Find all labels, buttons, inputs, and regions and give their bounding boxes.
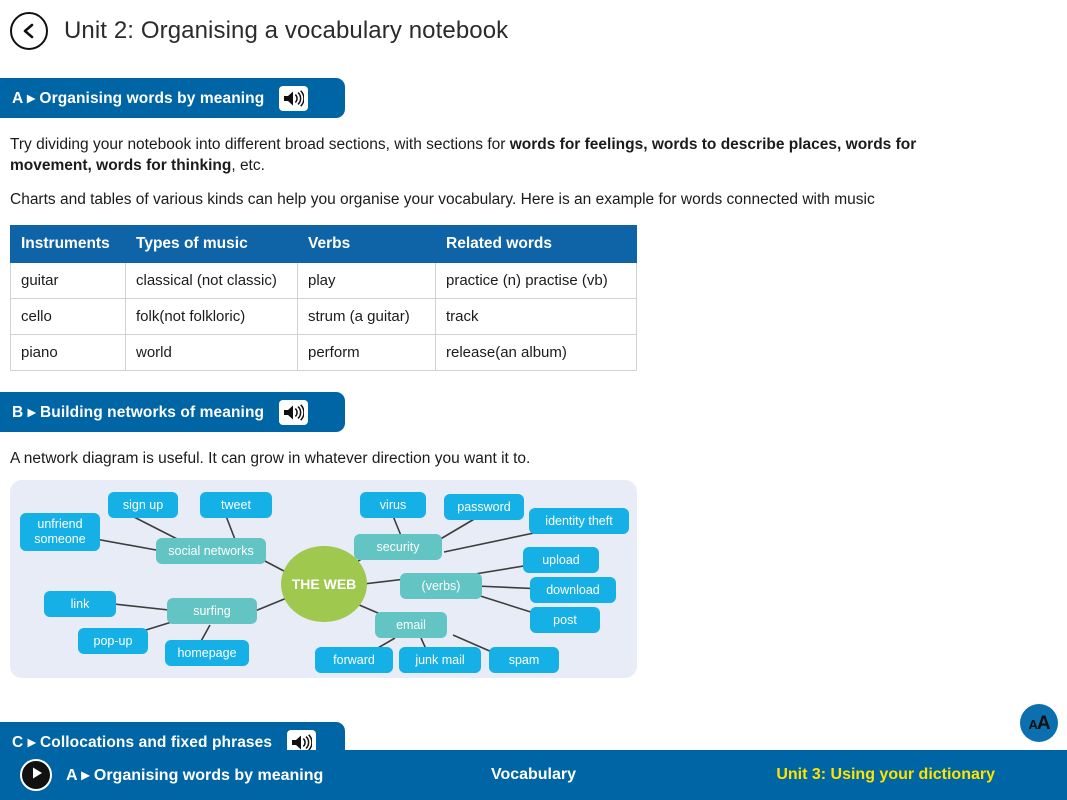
table-header-types: Types of music bbox=[125, 225, 298, 263]
diagram-node-identity-theft[interactable]: identity theft bbox=[529, 508, 629, 534]
diagram-node-verbs[interactable]: (verbs) bbox=[400, 573, 482, 599]
diagram-node-junk-mail[interactable]: junk mail bbox=[399, 647, 481, 673]
page-title: Unit 2: Organising a vocabulary notebook bbox=[64, 17, 509, 44]
paragraph-charts: Charts and tables of various kinds can h… bbox=[10, 191, 875, 208]
paragraph-network: A network diagram is useful. It can grow… bbox=[10, 450, 531, 467]
diagram-node-pop-up[interactable]: pop-up bbox=[78, 628, 148, 654]
title-bar: Unit 2: Organising a vocabulary notebook bbox=[0, 0, 1067, 62]
table-cell: strum (a guitar) bbox=[297, 298, 436, 335]
section-header-a[interactable]: A ▸ Organising words by meaning bbox=[0, 78, 345, 118]
diagram-hub-the-web[interactable]: THE WEB bbox=[281, 546, 367, 622]
table-header-verbs: Verbs bbox=[297, 225, 436, 263]
table-cell: perform bbox=[297, 334, 436, 371]
diagram-node-homepage[interactable]: homepage bbox=[165, 640, 249, 666]
music-vocabulary-table: Instruments Types of music Verbs Related… bbox=[10, 225, 637, 371]
diagram-node-sign-up[interactable]: sign up bbox=[108, 492, 178, 518]
diagram-node-download[interactable]: download bbox=[530, 577, 616, 603]
section-header-b[interactable]: B ▸ Building networks of meaning bbox=[0, 392, 345, 432]
chevron-left-icon bbox=[21, 22, 37, 40]
next-unit-link[interactable]: Unit 3: Using your dictionary bbox=[776, 766, 995, 783]
diagram-node-email[interactable]: email bbox=[375, 612, 447, 638]
table-cell: release(an album) bbox=[435, 334, 637, 371]
text-size-small-a: A bbox=[1028, 717, 1037, 732]
table-header-related-words: Related words bbox=[435, 225, 637, 263]
diagram-node-security[interactable]: security bbox=[354, 534, 442, 560]
text-size-icon: AA bbox=[1028, 713, 1051, 742]
section-a-label: A ▸ Organising words by meaning bbox=[12, 89, 265, 107]
table-header-instruments: Instruments bbox=[10, 225, 126, 263]
back-button[interactable] bbox=[10, 12, 48, 50]
table-cell: practice (n) practise (vb) bbox=[435, 262, 637, 299]
current-section-label[interactable]: A ▸ Organising words by meaning bbox=[66, 767, 324, 784]
table-cell: folk(not folkloric) bbox=[125, 298, 298, 335]
table-row: guitar classical (not classic) play prac… bbox=[10, 262, 637, 299]
table-cell: classical (not classic) bbox=[125, 262, 298, 299]
table-header-row: Instruments Types of music Verbs Related… bbox=[10, 225, 637, 263]
text-size-big-a: A bbox=[1036, 713, 1051, 734]
table-cell: play bbox=[297, 262, 436, 299]
diagram-node-upload[interactable]: upload bbox=[523, 547, 599, 573]
diagram-node-forward[interactable]: forward bbox=[315, 647, 393, 673]
diagram-node-unfriend-someone[interactable]: unfriend someone bbox=[20, 513, 100, 551]
network-diagram: sign up tweet unfriend someone social ne… bbox=[10, 480, 637, 678]
diagram-node-password[interactable]: password bbox=[444, 494, 524, 520]
table-cell: world bbox=[125, 334, 298, 371]
table-cell: cello bbox=[10, 298, 126, 335]
diagram-node-spam[interactable]: spam bbox=[489, 647, 559, 673]
section-c-label: C ▸ Collocations and fixed phrases bbox=[12, 733, 273, 751]
diagram-node-surfing[interactable]: surfing bbox=[167, 598, 257, 624]
diagram-node-virus[interactable]: virus bbox=[360, 492, 426, 518]
paragraph-intro-part1: Try dividing your notebook into differen… bbox=[10, 136, 510, 153]
section-b-label: B ▸ Building networks of meaning bbox=[12, 403, 265, 421]
table-cell: track bbox=[435, 298, 637, 335]
diagram-node-tweet[interactable]: tweet bbox=[200, 492, 272, 518]
table-row: cello folk(not folkloric) strum (a guita… bbox=[10, 298, 637, 335]
paragraph-intro: Try dividing your notebook into differen… bbox=[10, 134, 1000, 176]
play-button[interactable] bbox=[20, 759, 52, 791]
table-row: piano world perform release(an album) bbox=[10, 334, 637, 371]
table-cell: piano bbox=[10, 334, 126, 371]
diagram-node-social-networks[interactable]: social networks bbox=[156, 538, 266, 564]
speaker-icon-a[interactable] bbox=[279, 85, 309, 111]
text-size-button[interactable]: AA bbox=[1020, 704, 1058, 742]
paragraph-intro-part2: , etc. bbox=[231, 157, 265, 174]
diagram-node-link[interactable]: link bbox=[44, 591, 116, 617]
table-cell: guitar bbox=[10, 262, 126, 299]
play-icon bbox=[30, 766, 43, 785]
speaker-icon-b[interactable] bbox=[279, 399, 309, 425]
paragraph-intro-bold: words for feelings, words to describe pl… bbox=[10, 136, 917, 174]
bottom-navigation-bar: A ▸ Organising words by meaning Vocabula… bbox=[0, 750, 1067, 800]
diagram-node-post[interactable]: post bbox=[530, 607, 600, 633]
